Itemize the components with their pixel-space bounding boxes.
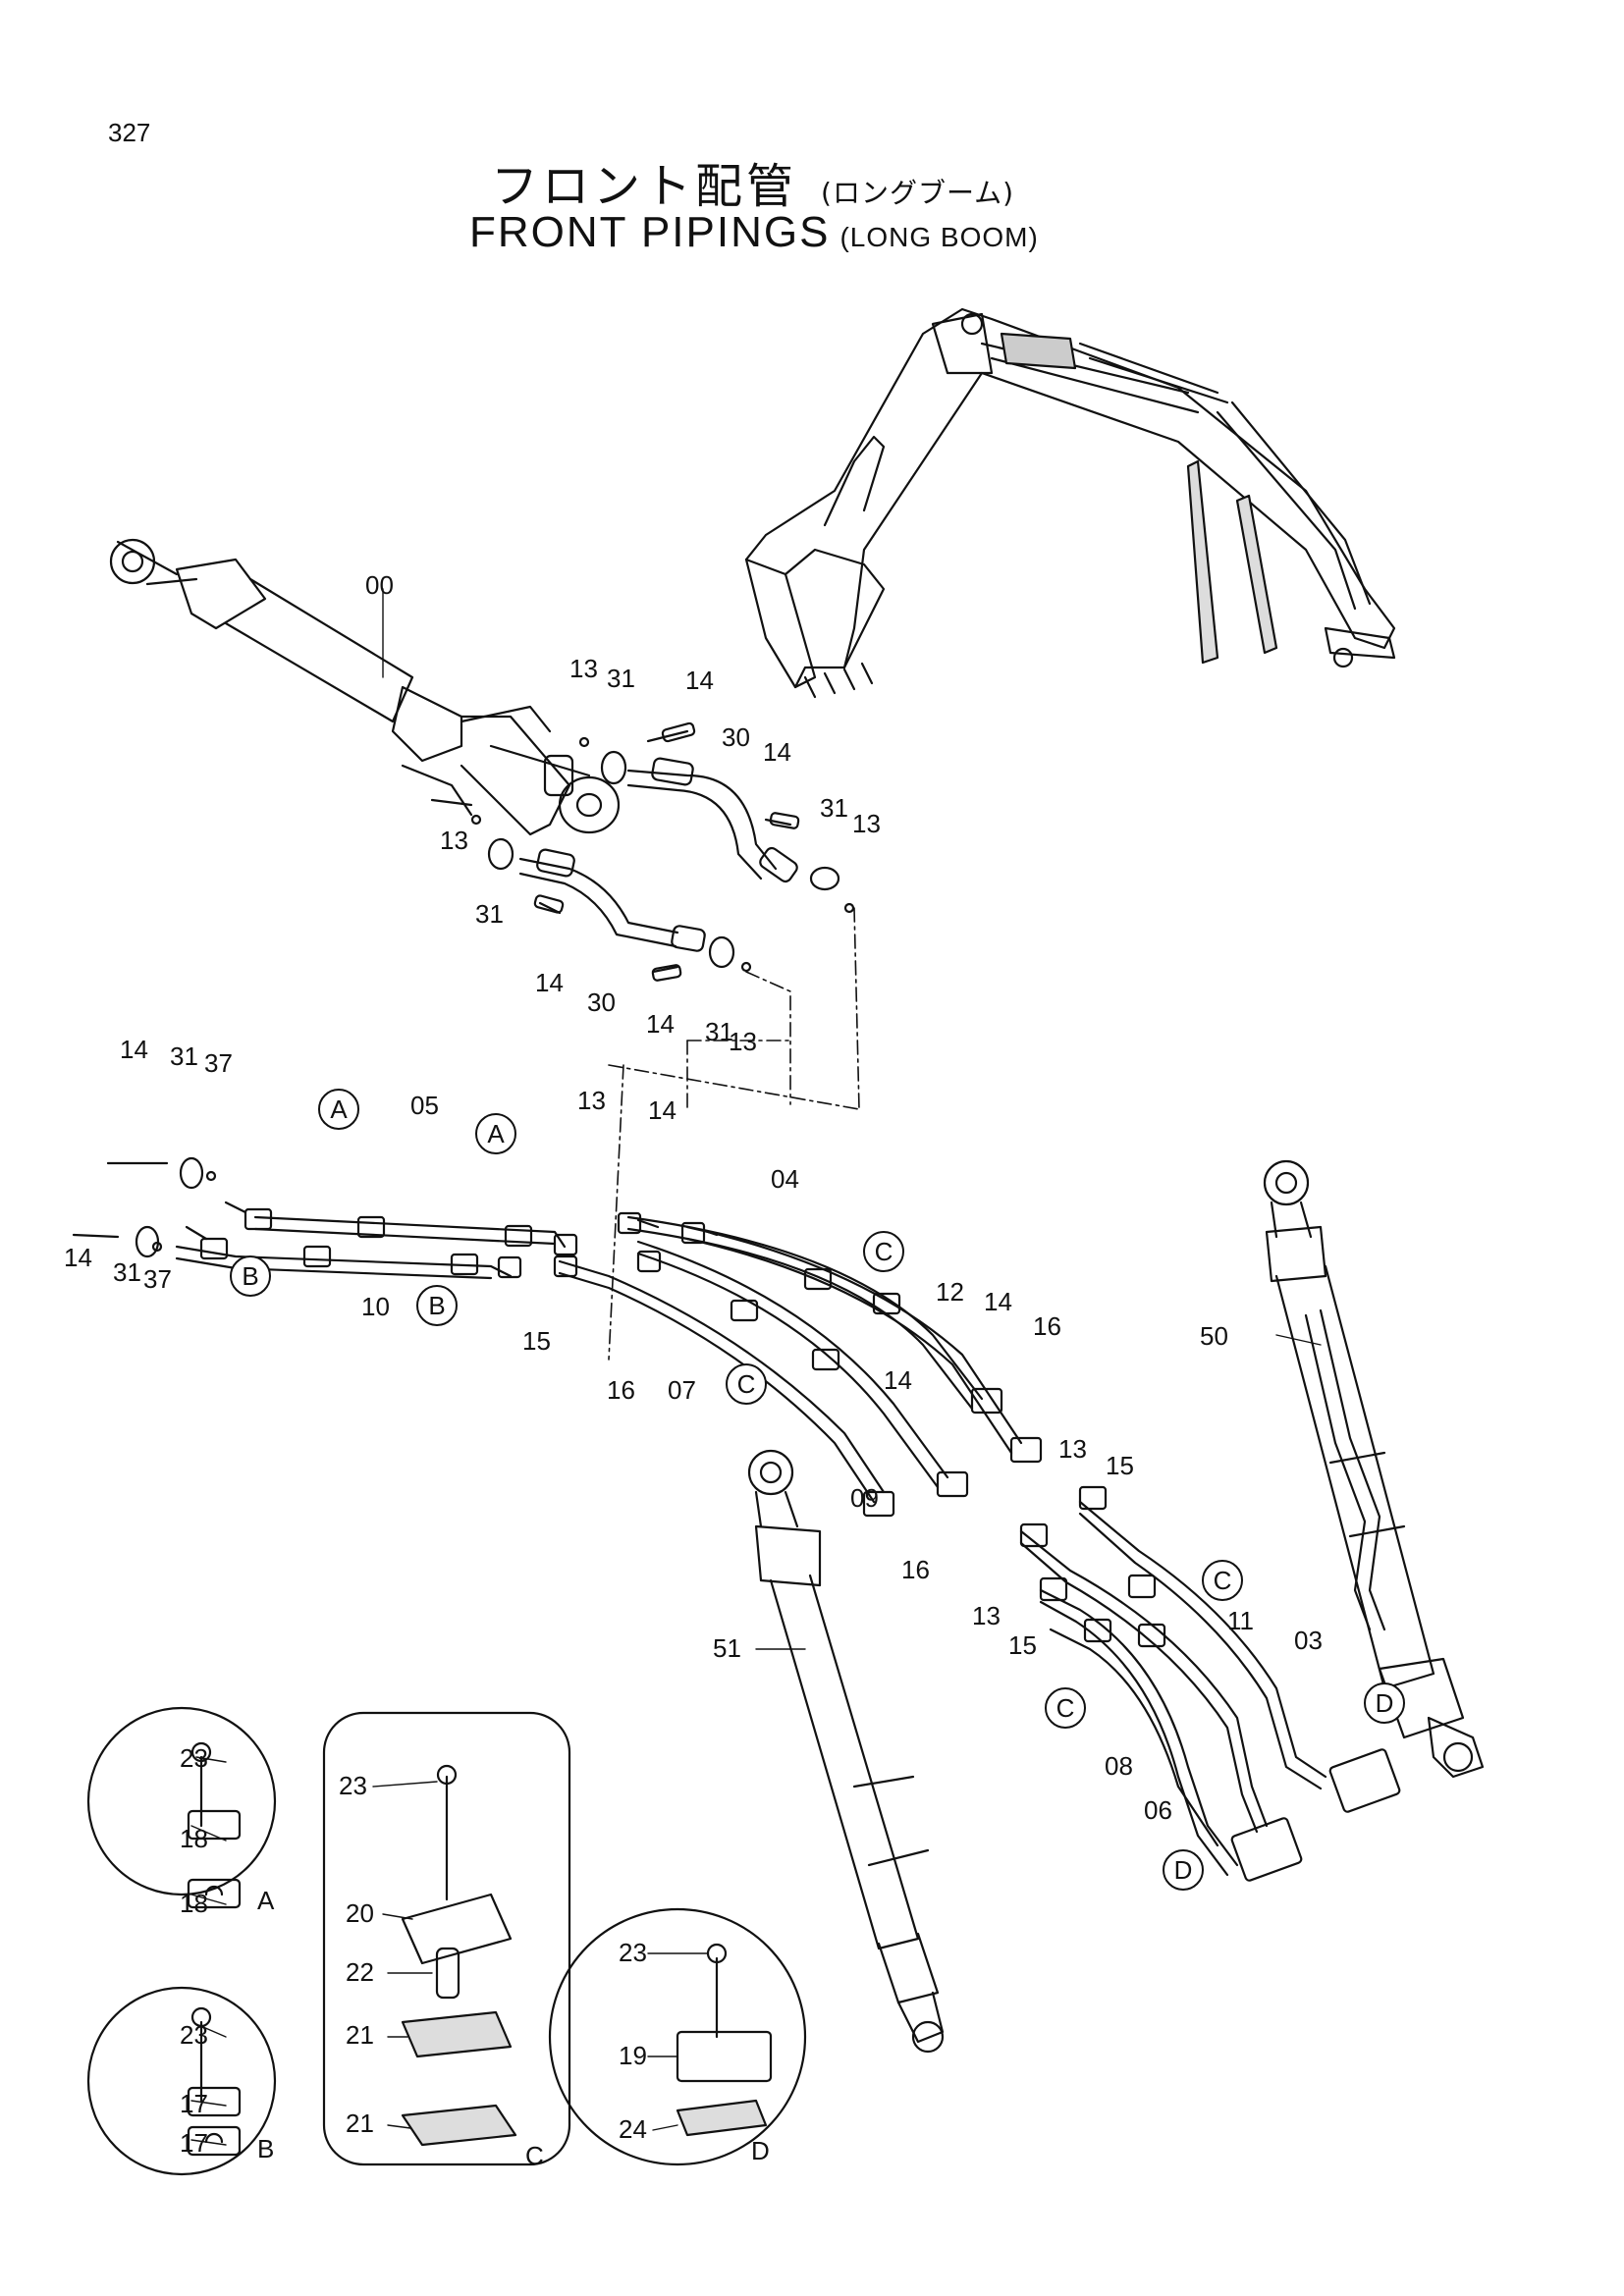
part-number-labels: 00 13 31 14 30 14 31 13 13 31 14 30 14 3… — [64, 570, 1323, 2158]
label-13: 13 — [440, 826, 468, 855]
page-number: 327 — [108, 118, 151, 147]
label-13: 13 — [1058, 1434, 1087, 1464]
label-00: 00 — [365, 570, 394, 600]
label-22: 22 — [346, 1957, 374, 1987]
label-23: 23 — [180, 2020, 208, 2050]
label-14: 14 — [984, 1287, 1012, 1316]
label-31: 31 — [170, 1041, 198, 1071]
label-31: 31 — [705, 1017, 733, 1046]
callout-c-2: C — [737, 1369, 756, 1399]
excavator-front-overview — [744, 307, 1396, 699]
subtitle-jp: (ロングブーム) — [821, 177, 1015, 209]
label-20: 20 — [346, 1898, 374, 1928]
label-31: 31 — [475, 899, 504, 929]
label-05: 05 — [410, 1091, 439, 1120]
label-21: 21 — [346, 2109, 374, 2138]
label-09: 09 — [850, 1483, 879, 1513]
detail-d-circle — [548, 1907, 807, 2166]
label-16: 16 — [607, 1375, 635, 1405]
label-23: 23 — [619, 1938, 647, 1967]
callout-a-1: A — [330, 1095, 348, 1124]
callout-b-2: B — [428, 1291, 445, 1320]
pipes-05-10 — [72, 1156, 578, 1280]
callout-b-1: B — [242, 1261, 258, 1291]
label-31: 31 — [113, 1257, 141, 1287]
label-14: 14 — [763, 737, 791, 767]
callout-d-1: D — [1376, 1688, 1394, 1718]
label-31: 31 — [820, 793, 848, 823]
callout-c-3: C — [1214, 1566, 1232, 1595]
label-14: 14 — [646, 1009, 675, 1039]
label-14: 14 — [685, 666, 714, 695]
label-08: 08 — [1105, 1751, 1133, 1781]
leader-lines — [190, 588, 1322, 2146]
hose-assemblies-30 — [470, 721, 855, 982]
callout-circles — [230, 1089, 1405, 1891]
label-31: 31 — [607, 664, 635, 693]
detail-label-b: B — [257, 2134, 274, 2163]
label-16: 16 — [901, 1555, 930, 1584]
label-11: 11 — [1227, 1606, 1254, 1635]
label-30: 30 — [587, 988, 616, 1017]
label-10: 10 — [361, 1292, 390, 1321]
label-37: 37 — [143, 1264, 172, 1294]
label-17: 17 — [180, 2128, 208, 2158]
label-07: 07 — [668, 1375, 696, 1405]
label-14: 14 — [884, 1365, 912, 1395]
boom-cylinder-50 — [1263, 1159, 1485, 1779]
label-15: 15 — [1106, 1451, 1134, 1480]
label-03: 03 — [1294, 1626, 1323, 1655]
label-06: 06 — [1144, 1795, 1172, 1825]
label-18: 18 — [180, 1889, 208, 1918]
connection-lines — [608, 907, 860, 1361]
title-japanese: フロント配管 (ロングブーム) — [491, 147, 1014, 216]
label-18: 18 — [180, 1824, 208, 1853]
label-14: 14 — [120, 1035, 148, 1064]
label-21: 21 — [346, 2020, 374, 2050]
label-16: 16 — [1033, 1311, 1061, 1341]
pipes-04-07-09-12 — [553, 1211, 1043, 1518]
boom-cylinder-51 — [747, 1449, 945, 2054]
label-13: 13 — [729, 1027, 757, 1056]
label-51: 51 — [713, 1633, 741, 1663]
label-15: 15 — [522, 1326, 551, 1356]
label-17: 17 — [180, 2089, 208, 2118]
callout-c-4: C — [1056, 1693, 1075, 1723]
label-14: 14 — [535, 968, 564, 997]
label-37: 37 — [204, 1048, 233, 1078]
cylinder-00 — [109, 538, 621, 836]
label-23: 23 — [180, 1743, 208, 1773]
label-12: 12 — [936, 1277, 964, 1307]
pipes-03-06-08-11 — [1019, 1485, 1401, 1882]
detail-b-circle — [86, 1986, 277, 2176]
label-14: 14 — [648, 1095, 677, 1125]
label-30: 30 — [722, 722, 750, 752]
label-15: 15 — [1008, 1630, 1037, 1660]
detail-a-circle — [86, 1706, 277, 1909]
title-jp-main: フロント配管 — [491, 159, 798, 214]
label-23: 23 — [339, 1771, 367, 1800]
label-24: 24 — [619, 2114, 647, 2144]
detail-label-d: D — [751, 2136, 770, 2165]
label-50: 50 — [1200, 1321, 1228, 1351]
label-14: 14 — [64, 1243, 92, 1272]
label-04: 04 — [771, 1164, 799, 1194]
callout-d-2: D — [1174, 1855, 1193, 1885]
label-13: 13 — [972, 1601, 1001, 1630]
title-english: FRONT PIPINGS (LONG BOOM) — [469, 208, 1039, 257]
label-13: 13 — [577, 1086, 606, 1115]
callout-a-2: A — [487, 1119, 505, 1148]
detail-label-c: C — [525, 2141, 544, 2170]
label-13: 13 — [569, 654, 598, 683]
label-19: 19 — [619, 2041, 647, 2070]
detail-label-a: A — [257, 1886, 275, 1915]
label-13: 13 — [852, 809, 881, 838]
detail-c-box — [322, 1711, 571, 2166]
subtitle-en: (LONG BOOM) — [839, 222, 1039, 252]
title-en-main: FRONT PIPINGS — [469, 208, 831, 256]
callout-c-1: C — [875, 1237, 893, 1266]
